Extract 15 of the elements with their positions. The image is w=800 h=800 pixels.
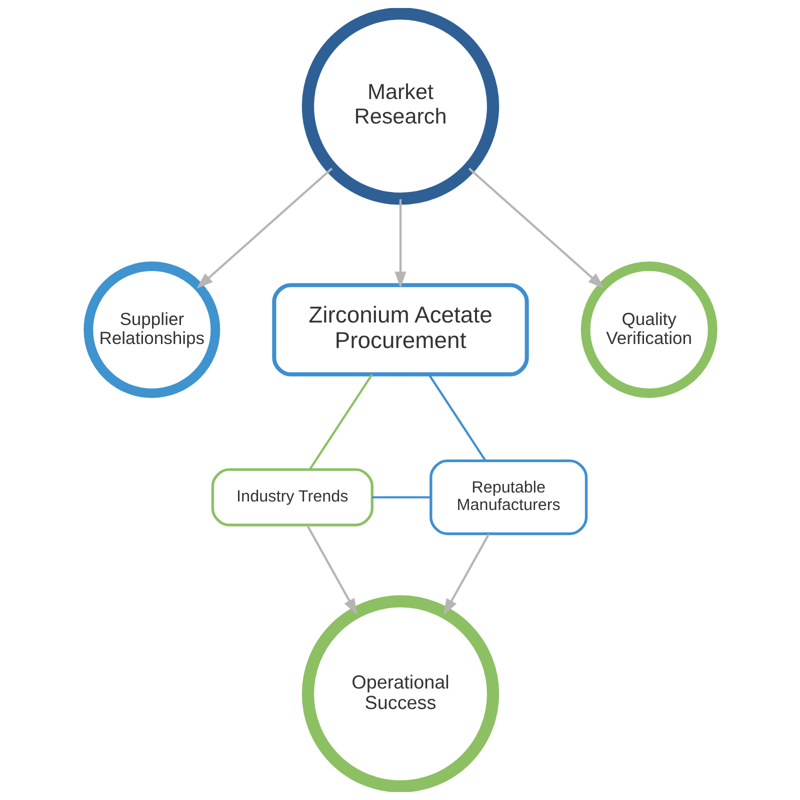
arrow: [468, 168, 604, 289]
arrow: [442, 534, 490, 616]
connector: [428, 374, 486, 462]
arrow: [394, 199, 406, 288]
connector: [308, 374, 372, 470]
node-circle: Supplier Relationships: [83, 262, 220, 398]
node-circle: Operational Success: [301, 595, 499, 792]
arrow: [306, 524, 357, 616]
node-circle: Quality Verification: [580, 262, 717, 398]
node-box: Industry Trends: [210, 468, 373, 526]
arrow: [196, 168, 332, 289]
node-box: Zirconium Acetate Procurement: [272, 283, 528, 376]
node-box: Reputable Manufacturers: [429, 459, 588, 536]
connector: [372, 496, 430, 498]
node-circle: Market Research: [301, 8, 499, 205]
